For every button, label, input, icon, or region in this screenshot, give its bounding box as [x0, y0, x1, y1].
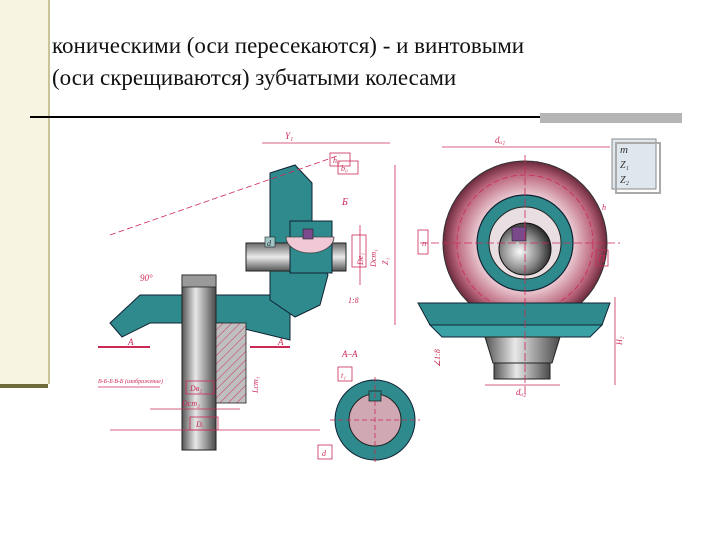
- legend-m: m: [620, 144, 628, 156]
- label-t1: t₁: [341, 371, 346, 380]
- label-z1: Z₁: [381, 258, 390, 265]
- slide-left-bar-accent: [0, 384, 48, 388]
- label-b-cyr: Б: [341, 197, 348, 208]
- label-dcm2: Dcm₂: [181, 399, 200, 408]
- hub-key: [511, 226, 527, 242]
- slide-left-bar: [0, 0, 50, 384]
- label-taper: 1:8: [348, 296, 359, 305]
- worm-shaft-end: [493, 362, 551, 380]
- label-p-left: П: [421, 242, 427, 248]
- left-view-assembly: d Y₁ h₀ b₀ Б De₁ Dcm₁ Z₁ 1:8 90° A A Lcm…: [98, 131, 396, 451]
- box-h0: [329, 152, 351, 167]
- box-t1: [337, 366, 353, 382]
- label-h-right: h: [602, 203, 606, 212]
- section-a-a-title: A–A: [341, 349, 358, 359]
- label-d-upper: d: [267, 239, 272, 248]
- label-p-right: П: [597, 254, 606, 265]
- label-taper-right: ∠1:8: [433, 349, 442, 367]
- slide-title-line1: коническими (оси пересекаются) - и винто…: [52, 33, 525, 58]
- lower-hub-section: [215, 322, 247, 404]
- label-dcm1: Dcm₁: [369, 249, 378, 268]
- legend-box-bg: [611, 138, 657, 190]
- legend-box: m Z₁ Z₂: [611, 138, 661, 194]
- box-de: [189, 416, 219, 431]
- label-d-box: [264, 236, 276, 248]
- lower-shaft: [181, 274, 217, 451]
- label-da2: dₐ₂: [516, 387, 526, 397]
- label-h0: h₀: [333, 156, 340, 165]
- title-underline: [30, 116, 540, 118]
- legend-box-shadow: [615, 142, 661, 194]
- label-lcm1: Lcm₁: [251, 376, 260, 394]
- label-y1: Y₁: [285, 131, 293, 141]
- label-d-section: d: [322, 449, 327, 458]
- box-p-left: [417, 229, 429, 255]
- label-a-right: A: [277, 337, 284, 347]
- legend-z1: Z₁: [620, 160, 629, 171]
- label-a-left: A: [127, 337, 134, 347]
- box-dv2: [185, 380, 215, 395]
- section-a-a: A–A t₁ d: [317, 349, 420, 465]
- worm-body: [417, 302, 611, 326]
- gear-drawing-svg: d Y₁ h₀ b₀ Б De₁ Dcm₁ Z₁ 1:8 90° A A Lcm…: [98, 131, 661, 465]
- slide-title-line2: (оси скрещиваются) зубчатыми колесами: [52, 65, 457, 90]
- worm-body-lower: [428, 324, 604, 338]
- lower-shaft-cap: [181, 274, 217, 288]
- label-90deg: 90°: [140, 273, 153, 283]
- box-b0: [337, 160, 359, 175]
- label-da1: dₐ₁: [495, 135, 505, 145]
- label-de: Dₑ: [195, 420, 204, 429]
- label-dv2: Dв₂: [189, 384, 202, 393]
- technical-drawing: d Y₁ h₀ b₀ Б De₁ Dcm₁ Z₁ 1:8 90° A A Lcm…: [90, 125, 668, 485]
- key: [302, 228, 314, 240]
- axis-line-diagonal: [109, 154, 341, 236]
- label-b0: b₀: [341, 164, 348, 173]
- label-h2: H₂: [615, 336, 624, 346]
- label-de1: De₁: [356, 253, 365, 266]
- slide-title: коническими (оси пересекаются) - и винто…: [52, 30, 692, 94]
- right-view-assembly: dₐ₁ b h П П H₂ ∠1:8 dₐ₂: [417, 135, 624, 397]
- worm-shaft: [484, 336, 561, 364]
- title-underline-gray: [540, 113, 682, 123]
- note-tolerance: В-Б-Б∙В-Б (изображение): [98, 378, 163, 385]
- legend-z2: Z₂: [620, 175, 630, 186]
- box-p-right: [595, 249, 609, 267]
- key-groove: [285, 236, 335, 254]
- box-de1: [351, 234, 367, 268]
- box-d-section: [317, 444, 333, 460]
